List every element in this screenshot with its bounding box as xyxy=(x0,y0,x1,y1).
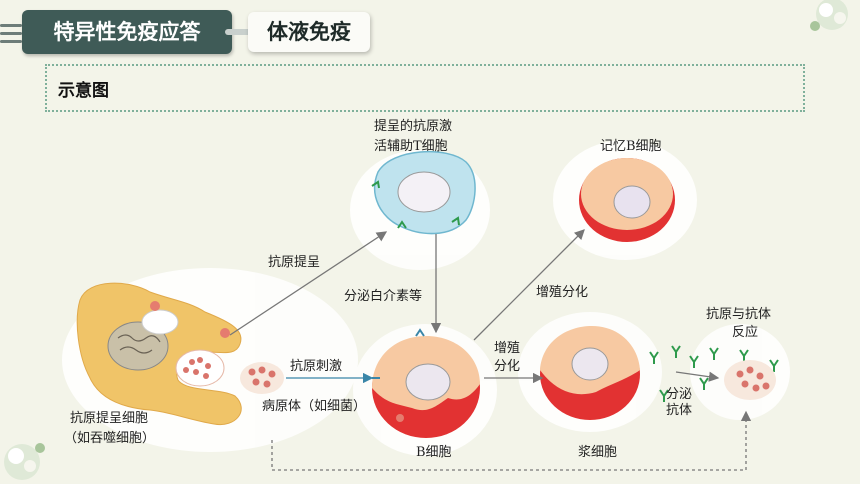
arrow-antigen-presentation xyxy=(229,231,388,336)
antigen-presenting-cell xyxy=(76,282,242,426)
decorative-line xyxy=(0,40,22,43)
proliferate-differentiate-label: 增殖分化 xyxy=(536,284,588,300)
antibody-label: 抗体 xyxy=(666,403,692,418)
antigen-antibody-complex xyxy=(724,360,776,400)
arrow-to-memory-b xyxy=(473,229,585,341)
pathogen-label: 病原体（如细菌） xyxy=(262,398,366,414)
b-cell-label: B细胞 xyxy=(416,445,452,460)
plasma-cell xyxy=(540,326,640,420)
pathogen-cluster xyxy=(240,362,284,394)
arrow-secrete-antibody xyxy=(675,371,720,382)
b-cell xyxy=(372,328,480,438)
memory-b-label: 记忆B细胞 xyxy=(600,138,662,154)
plasma-cell-label: 浆细胞 xyxy=(578,445,617,460)
antigen-antibody-label-1: 抗原与抗体 xyxy=(706,307,771,322)
header-bar xyxy=(0,8,860,56)
helper-t-cell xyxy=(371,150,476,235)
apc-label: 抗原提呈细胞 xyxy=(70,410,148,426)
section-title: 示意图 xyxy=(58,81,109,101)
topic-tag: 特异性免疫应答 xyxy=(22,10,232,54)
apc-label-note: （如吞噬细胞） xyxy=(64,430,155,446)
flower-decoration-bottom-left xyxy=(4,443,45,480)
antigen-stimulation-label: 抗原刺激 xyxy=(290,359,342,374)
antigen-antibody-label-2: 反应 xyxy=(732,324,758,340)
arrows xyxy=(229,229,752,471)
subtopic-tag: 体液免疫 xyxy=(248,12,370,52)
section-frame xyxy=(45,64,805,112)
cytokine-label: 分泌白介素等 xyxy=(344,288,422,304)
antibodies xyxy=(649,345,779,402)
memory-b-cell xyxy=(579,158,675,242)
antigen-presentation-label: 抗原提呈 xyxy=(268,254,320,270)
differentiate-label: 分化 xyxy=(494,359,520,374)
tag-connector xyxy=(225,29,259,35)
decorative-line xyxy=(0,24,22,27)
flower-decoration-top-right xyxy=(810,0,848,31)
decorative-line xyxy=(0,32,22,35)
helper-t-label-1: 提呈的抗原激 xyxy=(374,118,452,134)
helper-t-label-2: 活辅助T细胞 xyxy=(374,139,448,154)
proliferate-label: 增殖 xyxy=(494,340,520,356)
dashed-feedback-line xyxy=(271,410,752,471)
secrete-label: 分泌 xyxy=(666,387,692,402)
